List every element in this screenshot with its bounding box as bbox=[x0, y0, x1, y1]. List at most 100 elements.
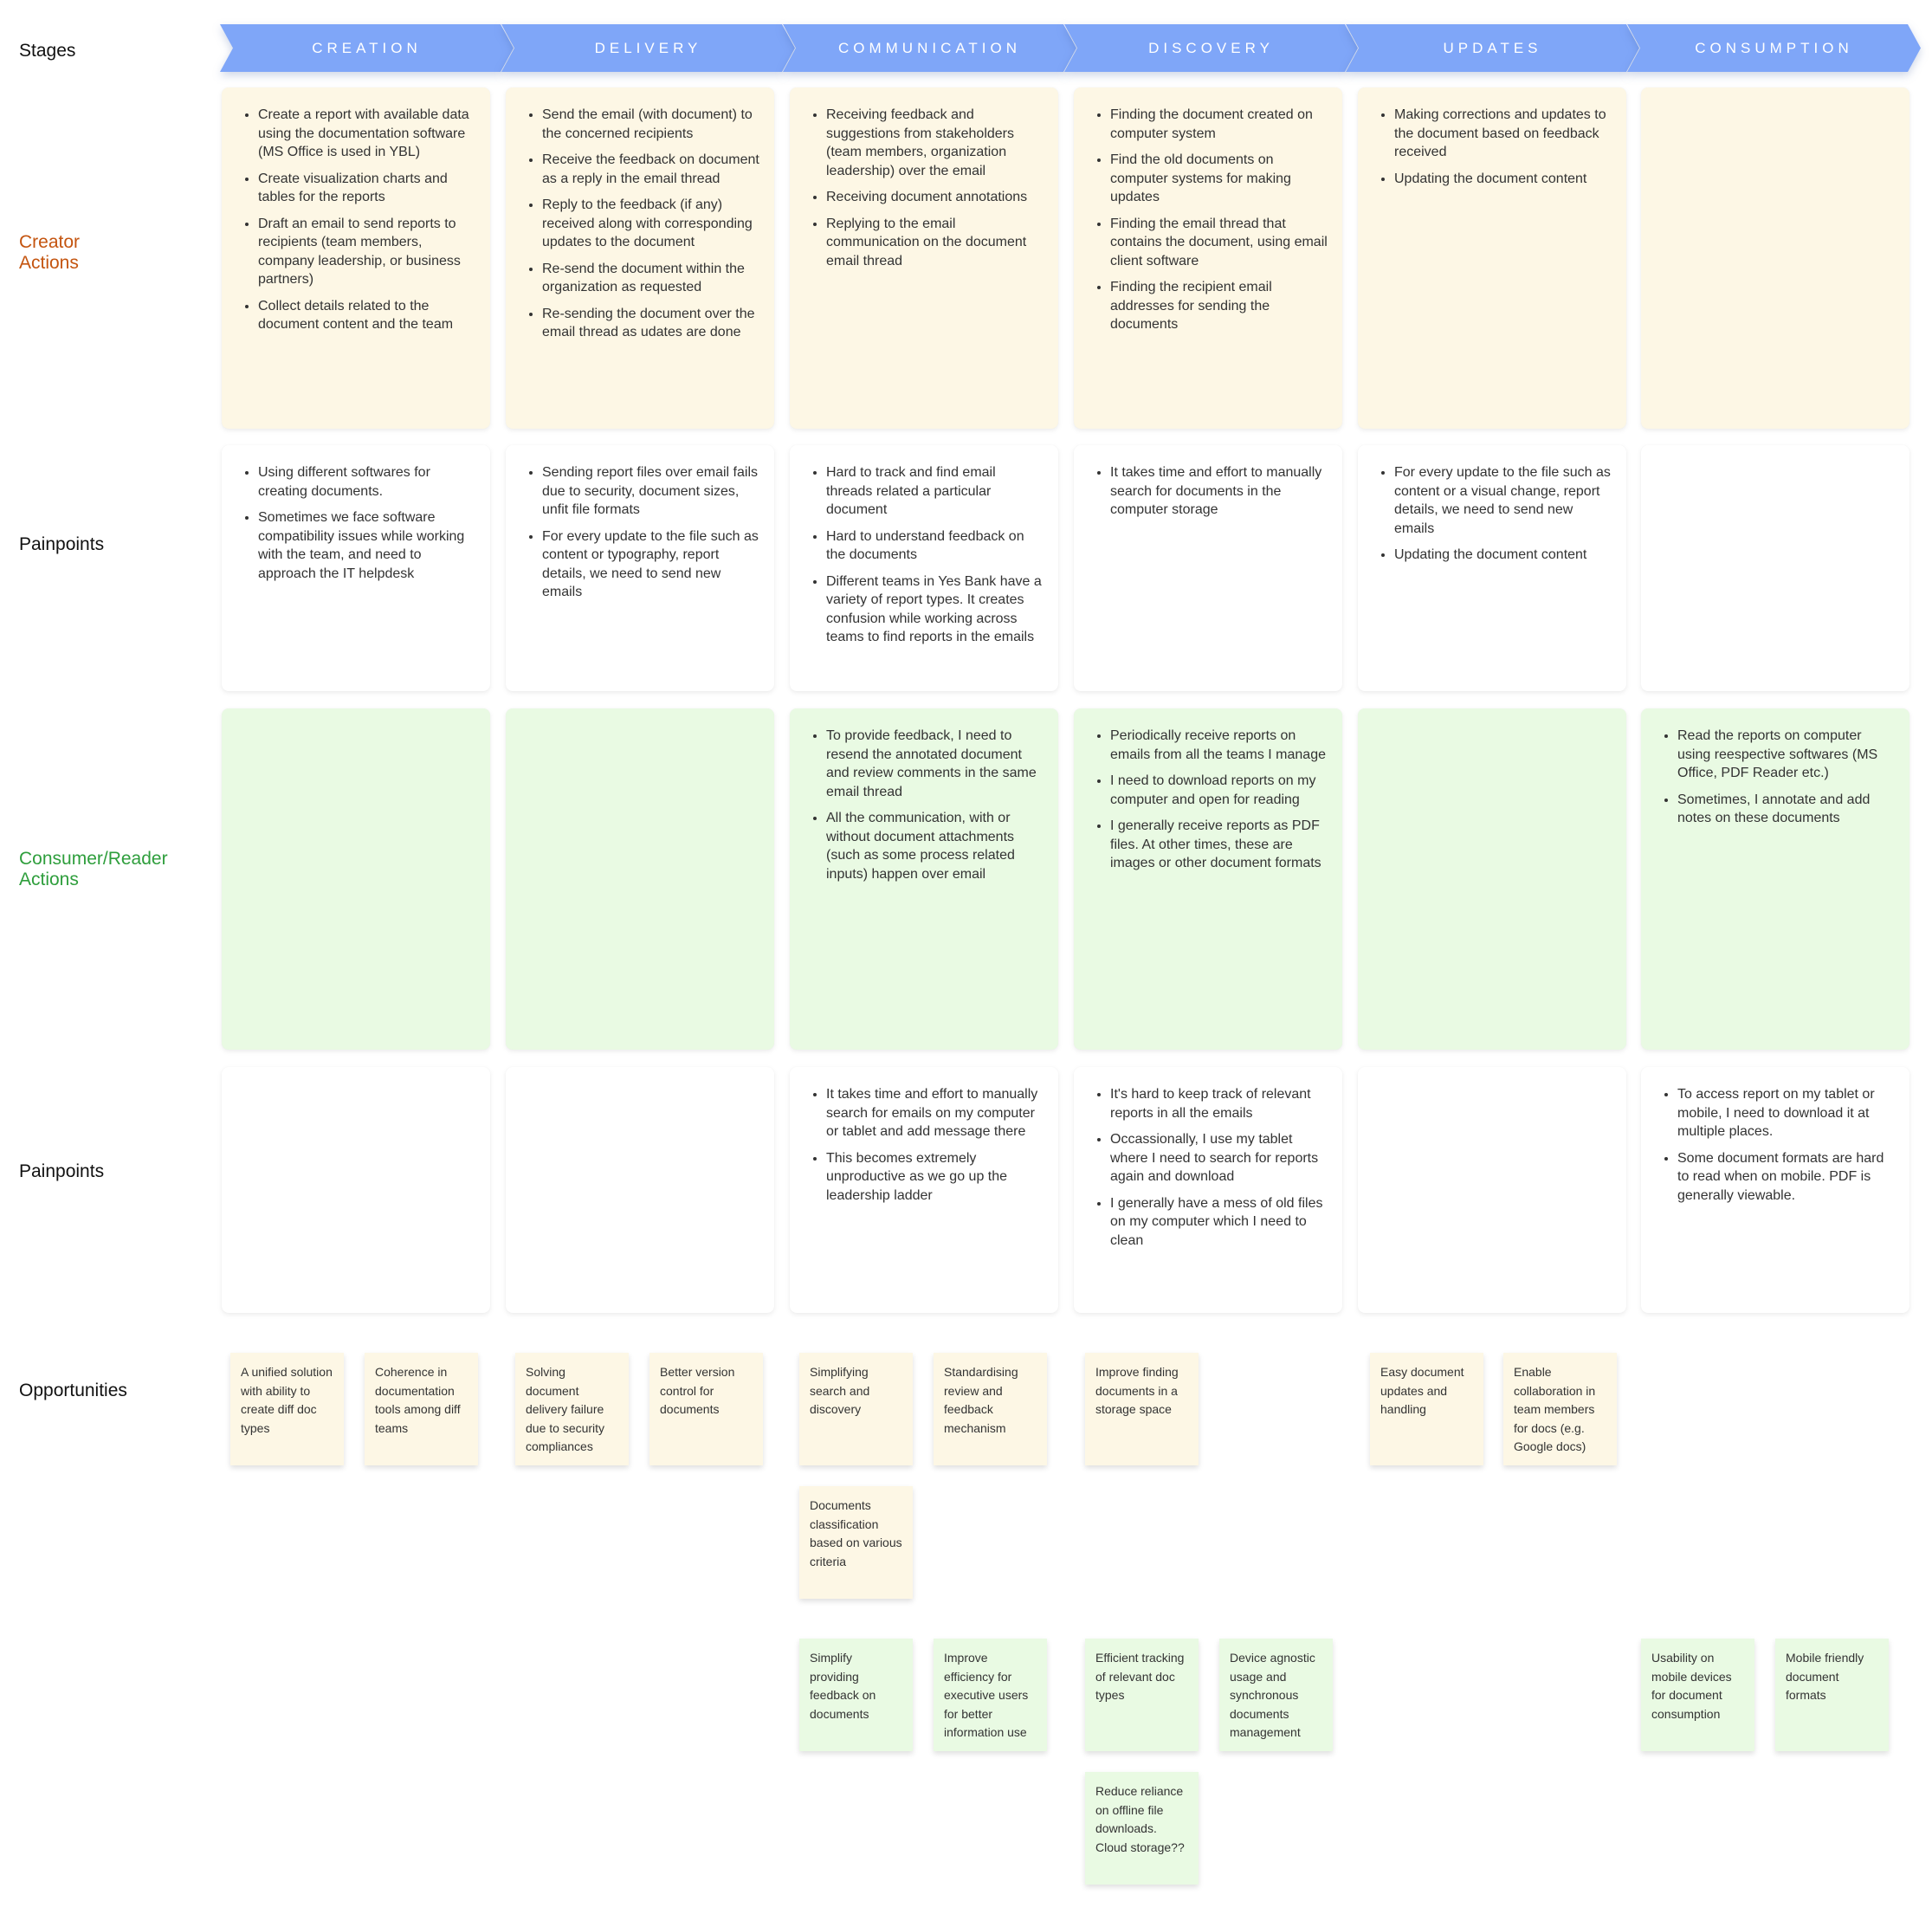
consumer-painpoint-card-consumption: To access report on my tablet or mobile,… bbox=[1641, 1067, 1909, 1313]
stage-consumption: CONSUMPTION bbox=[1627, 24, 1921, 72]
bullet-item: All the communication, with or without d… bbox=[826, 809, 1044, 883]
bullet-list: Create a report with available data usin… bbox=[232, 106, 476, 334]
bullet-item: To access report on my tablet or mobile,… bbox=[1677, 1085, 1896, 1141]
stage-label: DELIVERY bbox=[594, 39, 702, 56]
bullet-item: Making corrections and updates to the do… bbox=[1394, 106, 1612, 162]
consumer-action-card-delivery bbox=[506, 708, 774, 1050]
bullet-list: Sending report files over email fails du… bbox=[516, 463, 760, 602]
bullet-list: To access report on my tablet or mobile,… bbox=[1651, 1085, 1896, 1205]
opportunity-sticky: Simplifying search and discovery bbox=[799, 1353, 913, 1465]
bullet-item: Replying to the email communication on t… bbox=[826, 215, 1044, 271]
bullet-list: Making corrections and updates to the do… bbox=[1368, 106, 1612, 188]
bullet-item: To provide feedback, I need to resend th… bbox=[826, 727, 1044, 801]
bullet-list: Using different softwares for creating d… bbox=[232, 463, 476, 583]
opportunity-sticky: Documents classification based on variou… bbox=[799, 1486, 913, 1599]
bullet-item: Receiving feedback and suggestions from … bbox=[826, 106, 1044, 180]
opportunity-sticky: Usability on mobile devices for document… bbox=[1641, 1639, 1754, 1751]
opportunity-sticky: Improve finding documents in a storage s… bbox=[1085, 1353, 1199, 1465]
bullet-list: For every update to the file such as con… bbox=[1368, 463, 1612, 565]
bullet-item: Re-send the document within the organiza… bbox=[542, 260, 760, 297]
bullet-item: Sometimes we face software compatibility… bbox=[258, 508, 476, 583]
stage-discovery: DISCOVERY bbox=[1064, 24, 1358, 72]
row-label-stages: Stages bbox=[19, 41, 76, 61]
bullet-item: Find the old documents on computer syste… bbox=[1110, 151, 1328, 207]
stage-communication: COMMUNICATION bbox=[783, 24, 1076, 72]
consumer-painpoint-card-discovery: It's hard to keep track of relevant repo… bbox=[1074, 1067, 1342, 1313]
bullet-item: Using different softwares for creating d… bbox=[258, 463, 476, 501]
bullet-item: I need to download reports on my compute… bbox=[1110, 772, 1328, 809]
creator-action-card-communication: Receiving feedback and suggestions from … bbox=[790, 87, 1058, 429]
creator-painpoint-card-delivery: Sending report files over email fails du… bbox=[506, 445, 774, 691]
opportunity-sticky: Device agnostic usage and synchronous do… bbox=[1219, 1639, 1333, 1751]
bullet-item: Periodically receive reports on emails f… bbox=[1110, 727, 1328, 764]
bullet-item: Collect details related to the document … bbox=[258, 297, 476, 334]
consumer-action-card-discovery: Periodically receive reports on emails f… bbox=[1074, 708, 1342, 1050]
opportunity-sticky: A unified solution with ability to creat… bbox=[230, 1353, 344, 1465]
creator-action-card-creation: Create a report with available data usin… bbox=[222, 87, 490, 429]
stage-arrow-shape bbox=[1346, 24, 1639, 72]
bullet-item: I generally receive reports as PDF files… bbox=[1110, 817, 1328, 873]
bullet-item: Receive the feedback on document as a re… bbox=[542, 151, 760, 188]
consumer-painpoint-card-delivery bbox=[506, 1067, 774, 1313]
stage-arrow-shape bbox=[783, 24, 1076, 72]
bullet-list: It takes time and effort to manually sea… bbox=[1084, 463, 1328, 520]
opportunity-sticky: Enable collaboration in team members for… bbox=[1503, 1353, 1617, 1465]
opportunity-sticky: Improve efficiency for executive users f… bbox=[934, 1639, 1047, 1751]
bullet-list: Receiving feedback and suggestions from … bbox=[800, 106, 1044, 270]
bullet-item: Occassionally, I use my tablet where I n… bbox=[1110, 1130, 1328, 1187]
creator-painpoint-card-communication: Hard to track and find email threads rel… bbox=[790, 445, 1058, 691]
bullet-item: Finding the document created on computer… bbox=[1110, 106, 1328, 143]
bullet-item: It takes time and effort to manually sea… bbox=[826, 1085, 1044, 1141]
bullet-item: For every update to the file such as con… bbox=[542, 527, 760, 602]
bullet-item: Draft an email to send reports to recipi… bbox=[258, 215, 476, 289]
opportunity-sticky: Reduce reliance on offline file download… bbox=[1085, 1772, 1199, 1885]
creator-painpoint-card-discovery: It takes time and effort to manually sea… bbox=[1074, 445, 1342, 691]
bullet-item: Re-sending the document over the email t… bbox=[542, 305, 760, 342]
opportunity-sticky: Better version control for documents bbox=[649, 1353, 763, 1465]
stage-label: CREATION bbox=[312, 39, 422, 56]
bullet-item: Hard to track and find email threads rel… bbox=[826, 463, 1044, 520]
bullet-item: Create visualization charts and tables f… bbox=[258, 170, 476, 207]
creator-action-card-discovery: Finding the document created on computer… bbox=[1074, 87, 1342, 429]
row-label-creator-painpoints: Painpoints bbox=[19, 534, 105, 554]
bullet-item: Create a report with available data usin… bbox=[258, 106, 476, 162]
bullet-list: Hard to track and find email threads rel… bbox=[800, 463, 1044, 647]
bullet-item: Hard to understand feedback on the docum… bbox=[826, 527, 1044, 565]
bullet-item: Finding the email thread that contains t… bbox=[1110, 215, 1328, 271]
bullet-list: Periodically receive reports on emails f… bbox=[1084, 727, 1328, 873]
creator-action-card-consumption bbox=[1641, 87, 1909, 429]
consumer-action-card-creation bbox=[222, 708, 490, 1050]
stage-creation: CREATION bbox=[220, 24, 514, 72]
stage-label: COMMUNICATION bbox=[837, 39, 1022, 56]
stage-updates: UPDATES bbox=[1346, 24, 1639, 72]
bullet-item: Updating the document content bbox=[1394, 170, 1612, 189]
bullet-item: It's hard to keep track of relevant repo… bbox=[1110, 1085, 1328, 1122]
stage-arrow-shape bbox=[1064, 24, 1358, 72]
stage-arrow-shape bbox=[501, 24, 795, 72]
stage-label: CONSUMPTION bbox=[1695, 39, 1853, 56]
bullet-item: For every update to the file such as con… bbox=[1394, 463, 1612, 538]
opportunity-sticky: Coherence in documentation tools among d… bbox=[365, 1353, 478, 1465]
opportunity-sticky: Simplify providing feedback on documents bbox=[799, 1639, 913, 1751]
consumer-painpoint-card-updates bbox=[1358, 1067, 1626, 1313]
opportunity-sticky: Mobile friendly document formats bbox=[1775, 1639, 1889, 1751]
bullet-item: Receiving document annotations bbox=[826, 188, 1044, 207]
stage-delivery: DELIVERY bbox=[501, 24, 795, 72]
bullet-item: Sometimes, I annotate and add notes on t… bbox=[1677, 791, 1896, 828]
stage-arrow-shape bbox=[1627, 24, 1921, 72]
opportunity-sticky: Easy document updates and handling bbox=[1370, 1353, 1483, 1465]
creator-action-card-delivery: Send the email (with document) to the co… bbox=[506, 87, 774, 429]
creator-action-card-updates: Making corrections and updates to the do… bbox=[1358, 87, 1626, 429]
creator-painpoint-card-creation: Using different softwares for creating d… bbox=[222, 445, 490, 691]
bullet-item: It takes time and effort to manually sea… bbox=[1110, 463, 1328, 520]
creator-painpoint-card-consumption bbox=[1641, 445, 1909, 691]
consumer-action-card-communication: To provide feedback, I need to resend th… bbox=[790, 708, 1058, 1050]
bullet-item: This becomes extremely unproductive as w… bbox=[826, 1149, 1044, 1206]
bullet-list: It's hard to keep track of relevant repo… bbox=[1084, 1085, 1328, 1250]
bullet-item: Updating the document content bbox=[1394, 546, 1612, 565]
bullet-list: To provide feedback, I need to resend th… bbox=[800, 727, 1044, 883]
bullet-item: Different teams in Yes Bank have a varie… bbox=[826, 572, 1044, 647]
bullet-item: Finding the recipient email addresses fo… bbox=[1110, 278, 1328, 334]
consumer-painpoint-card-communication: It takes time and effort to manually sea… bbox=[790, 1067, 1058, 1313]
bullet-list: Send the email (with document) to the co… bbox=[516, 106, 760, 342]
